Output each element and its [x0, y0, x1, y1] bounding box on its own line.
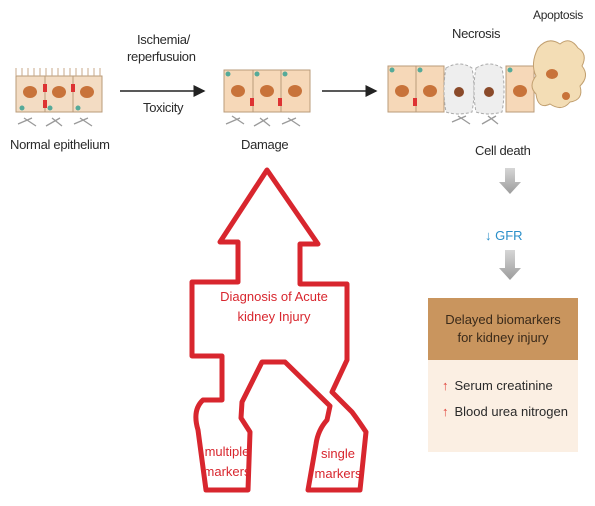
- single-line1: single: [321, 446, 355, 461]
- cell-death-cells: [387, 40, 586, 125]
- up-arrow-icon: ↑: [442, 404, 449, 419]
- biomarkers-title-line1: Delayed biomarkers: [445, 312, 561, 327]
- damage-label: Damage: [241, 137, 289, 152]
- multiple-line1: multiple: [204, 444, 250, 459]
- grey-arrow-2: [499, 250, 521, 280]
- biomarker-item-label: Serum creatinine: [454, 378, 553, 393]
- diagnosis-title-line2: kidney Injury: [237, 309, 311, 324]
- biomarker-item: ↑ Serum creatinine: [442, 378, 553, 393]
- single-markers-label: single markers: [312, 444, 364, 484]
- gfr-text: GFR: [495, 228, 523, 243]
- normal-epithelium-label: Normal epithelium: [10, 137, 110, 152]
- single-line2: markers: [314, 466, 362, 481]
- damaged-cells: [223, 69, 311, 127]
- multiple-markers-label: multiple markers: [202, 442, 252, 482]
- diagnosis-red-arrow-outline: [189, 167, 369, 493]
- diagnosis-title: Diagnosis of Acute kidney Injury: [214, 287, 334, 327]
- necrosis-label: Necrosis: [452, 26, 501, 41]
- biomarker-item: ↑ Blood urea nitrogen: [442, 404, 568, 419]
- delayed-biomarkers-header: Delayed biomarkers for kidney injury: [428, 298, 578, 360]
- ischemia-label: Ischemia/: [137, 32, 190, 47]
- biomarkers-list-box: ↑ Serum creatinine ↑ Blood urea nitrogen: [428, 360, 578, 452]
- normal-epithelium-cells: [15, 68, 103, 127]
- reperfusion-label: reperfusuion: [127, 49, 196, 64]
- down-arrow-icon: ↓: [485, 228, 492, 243]
- gfr-label: ↓ GFR: [485, 228, 523, 243]
- diagnosis-title-line1: Diagnosis of Acute: [220, 289, 328, 304]
- grey-arrow-1: [499, 168, 521, 194]
- toxicity-label: Toxicity: [143, 100, 184, 115]
- multiple-line2: markers: [203, 464, 251, 479]
- up-arrow-icon: ↑: [442, 378, 449, 393]
- apoptosis-label: Apoptosis: [533, 8, 583, 22]
- biomarker-item-label: Blood urea nitrogen: [454, 404, 568, 419]
- cell-death-label: Cell death: [475, 143, 531, 158]
- biomarkers-title-line2: for kidney injury: [457, 330, 549, 345]
